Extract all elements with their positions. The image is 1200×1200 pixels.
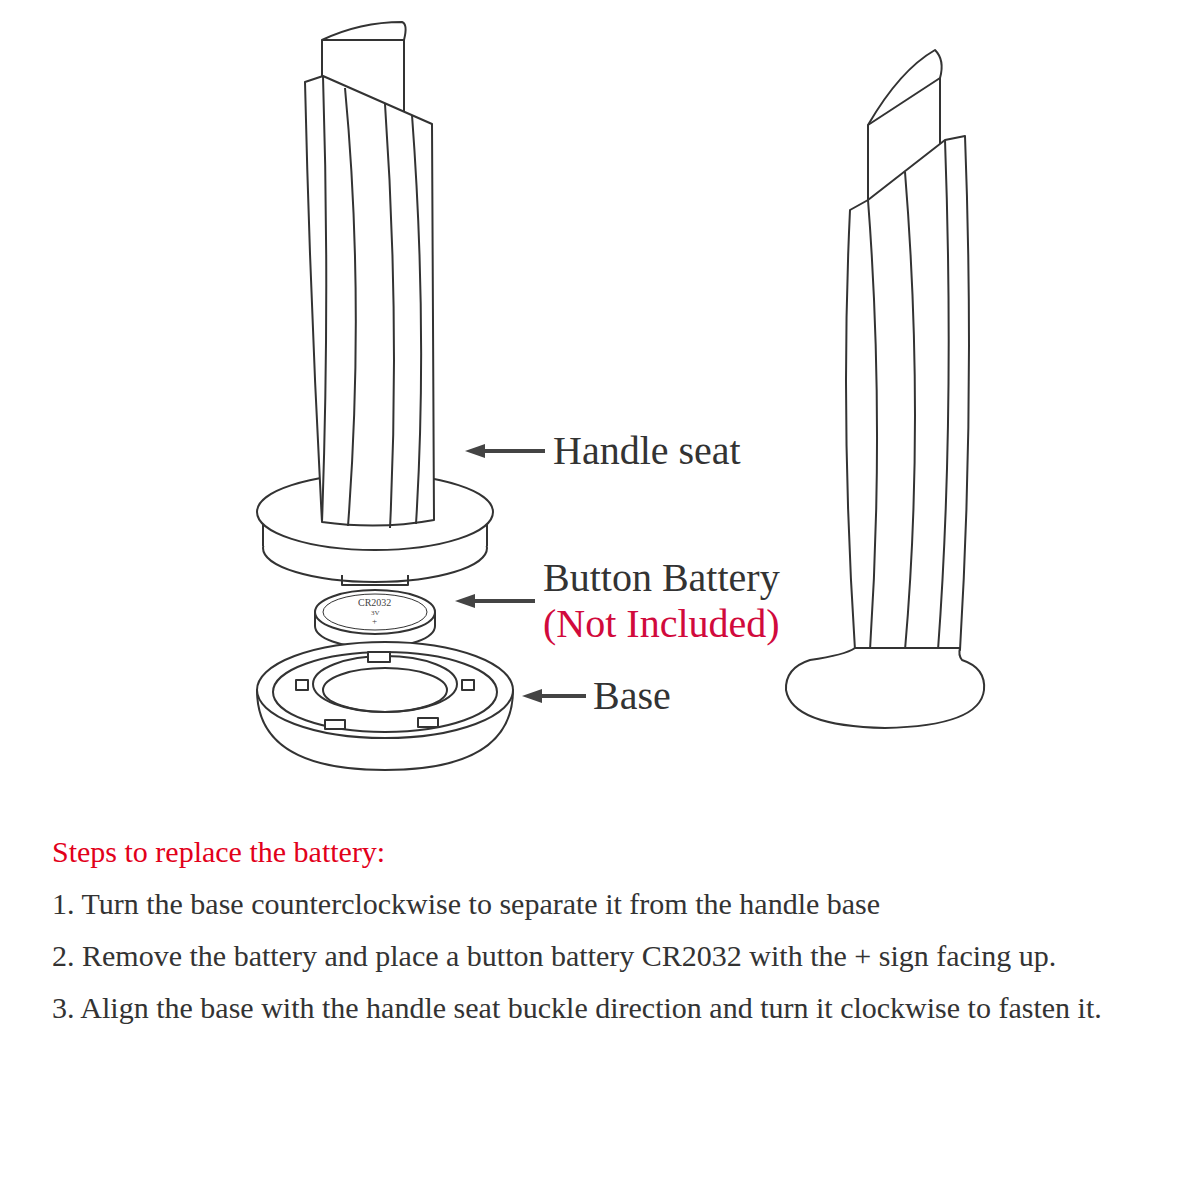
steps-panel: Steps to replace the battery:1. Turn the… bbox=[52, 826, 1152, 1034]
battery-marking: CR2032 bbox=[358, 597, 391, 609]
base-drawing bbox=[257, 642, 513, 770]
step-text: 1. Turn the base counterclockwise to sep… bbox=[52, 878, 1152, 930]
part-label: Handle seat bbox=[553, 427, 741, 475]
step-text: 3. Align the base with the handle seat b… bbox=[52, 982, 1152, 1034]
steps-heading: Steps to replace the battery: bbox=[52, 826, 1152, 878]
part-label: Base bbox=[593, 672, 671, 720]
handle-seat-drawing bbox=[257, 22, 493, 585]
battery-marking: + bbox=[372, 616, 377, 627]
part-label: Button Battery bbox=[543, 554, 780, 602]
note-text: (Not Included) bbox=[543, 600, 780, 648]
step-text: 2. Remove the battery and place a button… bbox=[52, 930, 1152, 982]
assembled-stand-drawing bbox=[786, 50, 984, 728]
button-battery-drawing bbox=[315, 590, 435, 648]
